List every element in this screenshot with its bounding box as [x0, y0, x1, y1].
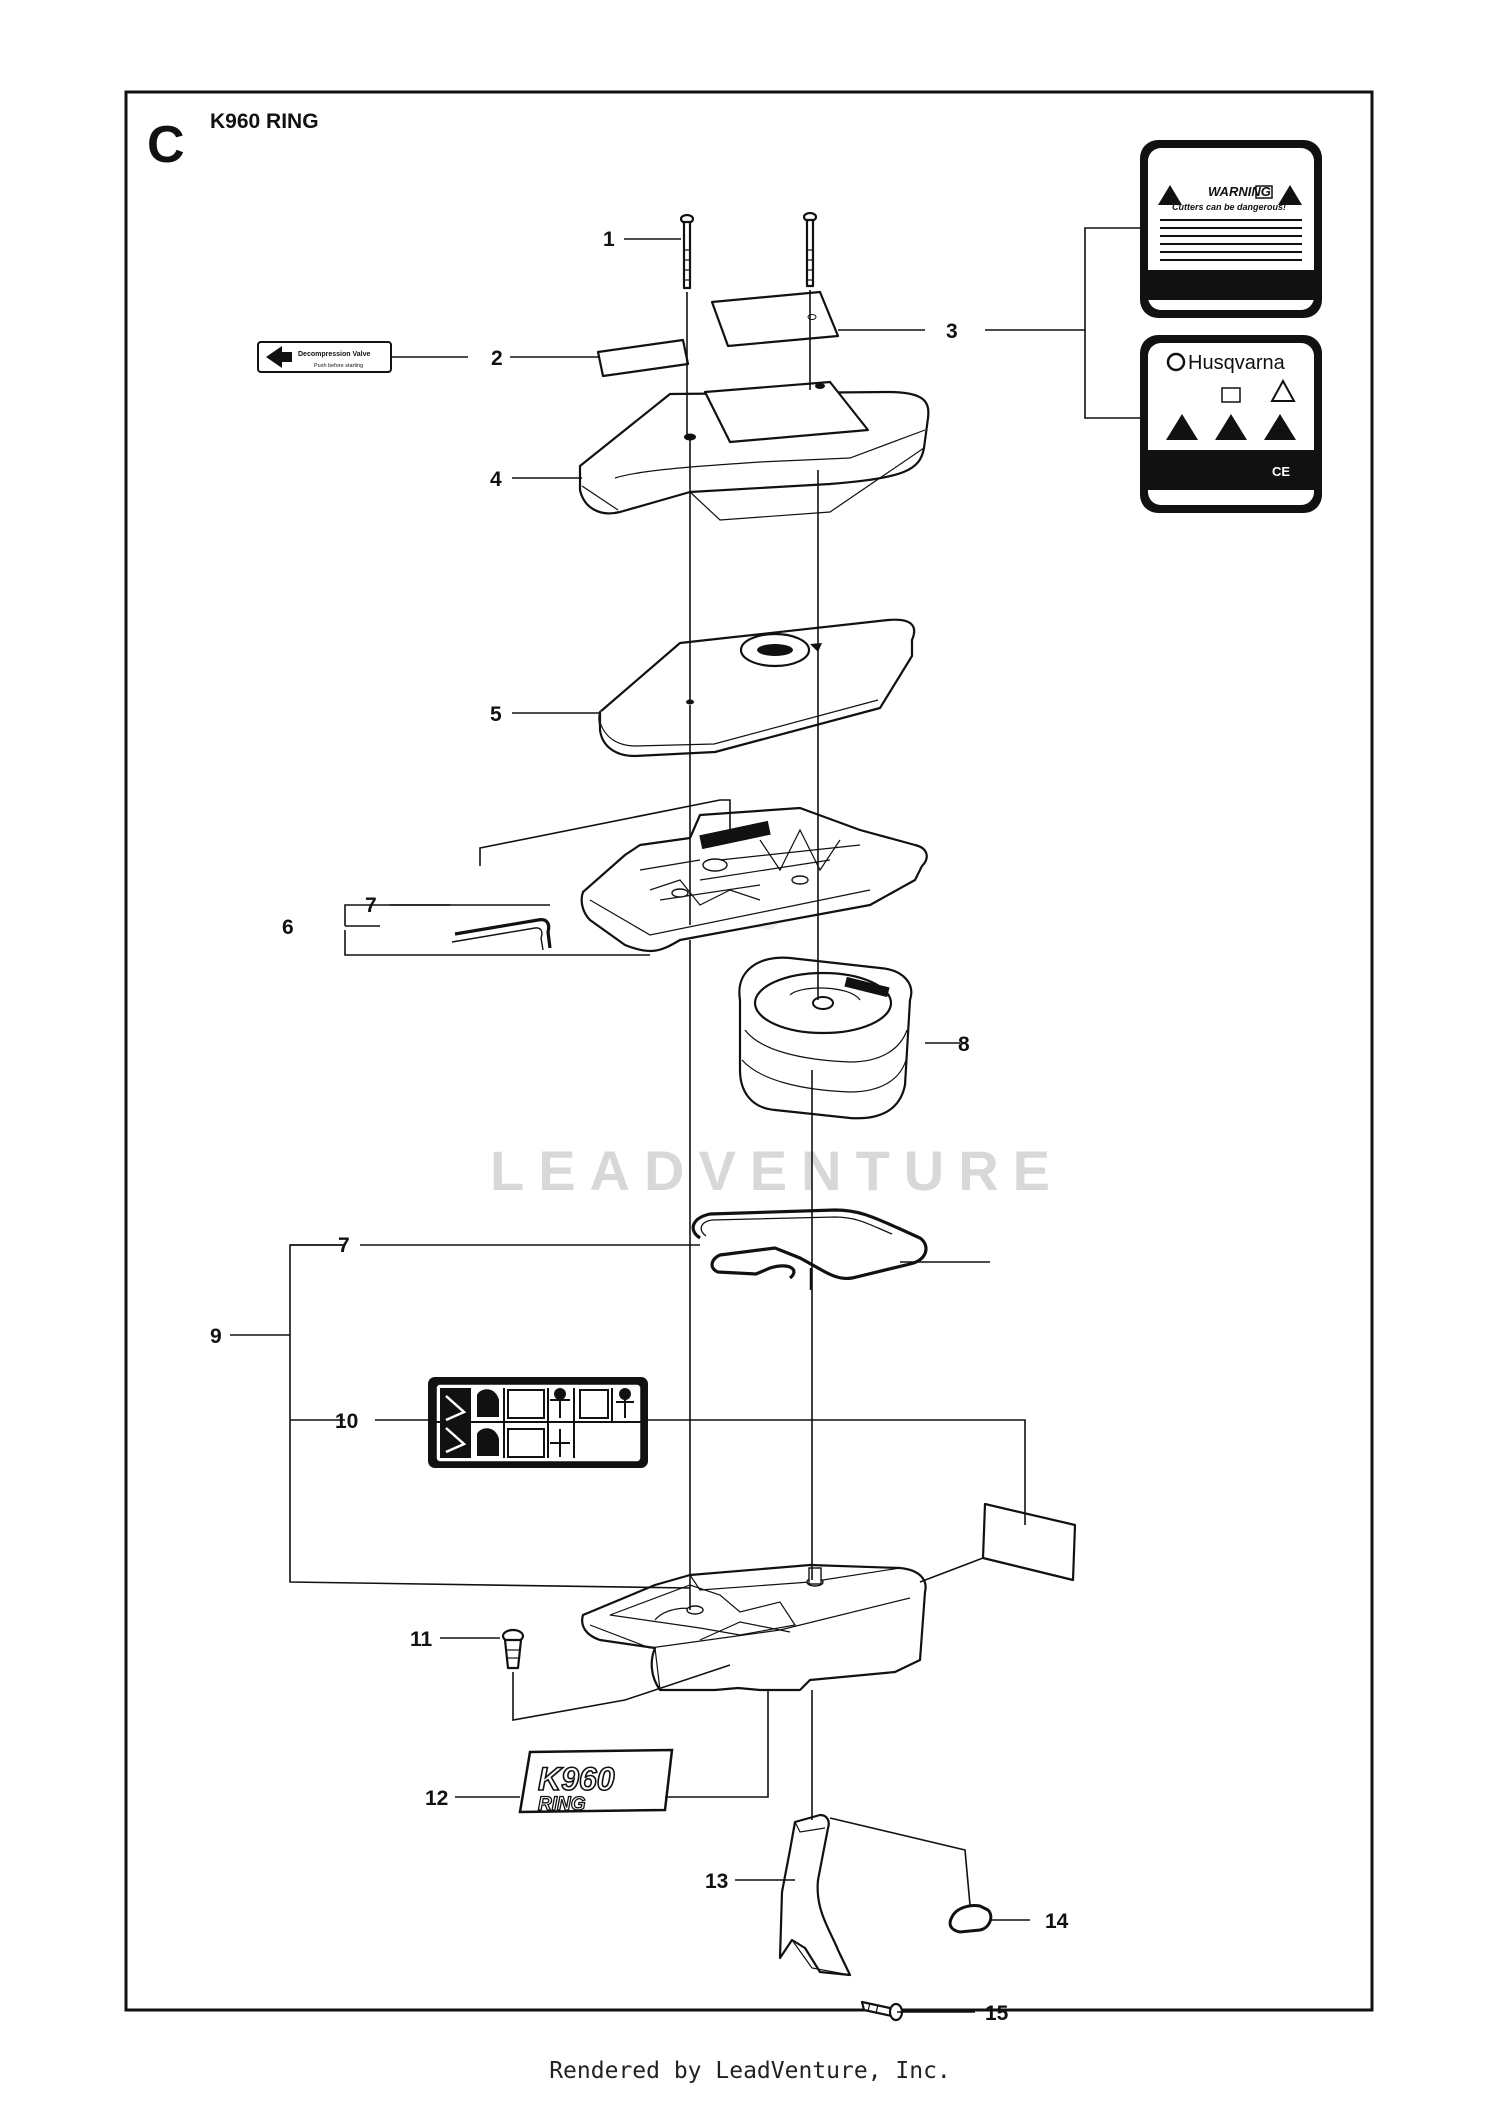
warning-triangle-icon [1215, 414, 1247, 440]
leader-lines [230, 227, 1140, 1921]
section-letter: C [147, 116, 185, 174]
svg-text:K960: K960 [538, 1761, 615, 1797]
screw-part-11 [501, 1628, 525, 1670]
callout-12: 12 [425, 1787, 448, 1810]
model-decal-part-12: K960 RING [518, 1748, 674, 1816]
callout-6: 6 [282, 916, 294, 939]
warning-triangle-icon [1278, 185, 1302, 205]
seal-part-7-upper [451, 918, 552, 951]
filter-housing-part-6 [580, 806, 928, 953]
svg-text:Husqvarna: Husqvarna [1188, 352, 1286, 374]
svg-text:WARNING: WARNING [1208, 184, 1271, 199]
blank-decal [981, 1502, 1077, 1582]
callout-10: 10 [335, 1410, 358, 1433]
warning-triangle-icon [1270, 378, 1296, 402]
assembly-lines [686, 290, 975, 2013]
manual-book-icon [1255, 185, 1273, 199]
callout-4: 4 [490, 468, 502, 491]
svg-text:Decompression Valve: Decompression Valve [298, 351, 370, 358]
top-cover-part-4 [578, 380, 930, 521]
screw-part-15 [860, 2000, 904, 2022]
callout-labels: 1 2 3 4 5 6 7 7 8 9 10 11 12 13 14 15 [210, 228, 1069, 2025]
warning-triangle-icon [1158, 185, 1182, 205]
husqvarna-decal: Husqvarna CE [1140, 335, 1322, 513]
callout-9: 9 [210, 1325, 222, 1348]
filter-plate-part-5 [598, 618, 916, 758]
svg-text:Cutters can be dangerous!: Cutters can be dangerous! [1172, 202, 1286, 212]
footer-credit: Rendered by LeadVenture, Inc. [549, 2058, 951, 2084]
arrow-left-icon [266, 346, 282, 368]
callout-7-upper: 7 [365, 894, 377, 917]
callout-13: 13 [705, 1870, 728, 1893]
callout-11: 11 [410, 1628, 433, 1651]
screw-part-1 [679, 211, 818, 290]
warning-decal: WARNING Cutters can be dangerous! [1140, 140, 1322, 318]
svg-text:LEADVENTURE: LEADVENTURE [490, 1139, 1064, 1202]
callout-2: 2 [491, 347, 503, 370]
o-ring-part-14 [948, 1904, 993, 1934]
callout-5: 5 [490, 703, 502, 726]
diagram-border [124, 90, 1374, 2012]
ce-mark-icon: CE [1272, 464, 1290, 479]
callout-15: 15 [985, 2002, 1009, 2025]
decal-part-3 [710, 290, 840, 348]
callout-7-lower: 7 [338, 1234, 350, 1257]
svg-text:Push before starting: Push before starting [314, 363, 363, 369]
warning-triangle-icon [1166, 414, 1198, 440]
icon-decal-part-10 [428, 1377, 648, 1468]
manual-book-icon [1221, 387, 1241, 403]
callout-1: 1 [603, 228, 615, 251]
callout-8: 8 [958, 1033, 970, 1056]
intake-bracket-part-13 [778, 1813, 852, 1977]
warning-triangle-icon [1264, 414, 1296, 440]
decal-part-2 [596, 338, 690, 378]
husqvarna-logo-icon [1166, 352, 1186, 372]
callout-14: 14 [1045, 1910, 1069, 1933]
seal-part-7-lower [691, 1208, 928, 1290]
model-title: K960 RING [210, 110, 319, 133]
filter-base-part-9 [581, 1563, 927, 1692]
air-filter-part-8 [738, 956, 913, 1120]
callout-3: 3 [946, 320, 958, 343]
decompression-decal: Decompression Valve Push before starting [257, 341, 392, 373]
svg-text:RING: RING [538, 1794, 586, 1815]
